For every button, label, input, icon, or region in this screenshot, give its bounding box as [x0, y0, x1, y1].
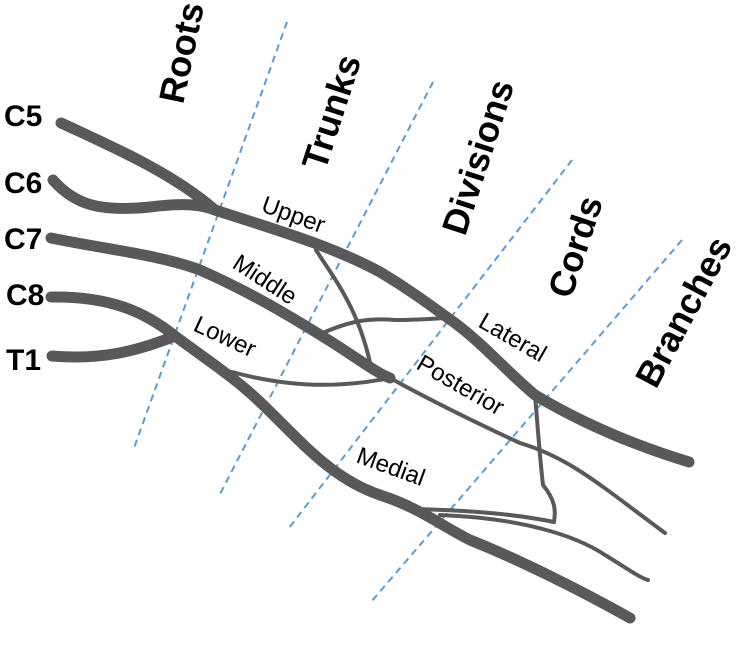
root-t1-label: T1: [6, 344, 41, 377]
posterior-cord: [388, 376, 667, 535]
root-c5-label: C5: [4, 100, 42, 133]
section-divisions-label: Divisions: [434, 75, 522, 240]
lower-posterior-division: [230, 370, 392, 387]
region-dividers: [133, 21, 683, 603]
cord-labels: Lateral Posterior Medial: [353, 308, 551, 492]
root-c6-label: C6: [4, 167, 42, 200]
divider-cords-branches: [370, 239, 683, 603]
section-branches-label: Branches: [627, 230, 740, 394]
upper-posterior-division: [314, 248, 374, 374]
divider-roots-trunks: [133, 21, 288, 449]
t1-root: [46, 330, 181, 363]
nerves-thick: [45, 117, 695, 624]
root-c7-label: C7: [4, 223, 42, 256]
medial-to-median-branch: [408, 507, 556, 524]
section-trunks-label: Trunks: [294, 50, 369, 175]
section-cords-label: Cords: [540, 191, 611, 303]
cord-lateral-label: Lateral: [474, 308, 551, 368]
upper-trunk-lateral-cord: [55, 117, 695, 468]
c6-root: [47, 174, 221, 216]
lateral-to-median-branch: [533, 393, 557, 524]
root-c8-label: C8: [6, 279, 44, 312]
medial-branch: [438, 513, 650, 582]
middle-anterior-division: [314, 316, 450, 338]
section-roots-label: Roots: [151, 0, 212, 107]
middle-trunk: [45, 232, 396, 384]
lower-trunk-medial-cord: [45, 291, 636, 624]
root-labels: C5 C6 C7 C8 T1: [4, 100, 44, 377]
nerves-thin: [230, 248, 667, 582]
divider-trunks-divisions: [219, 81, 434, 495]
